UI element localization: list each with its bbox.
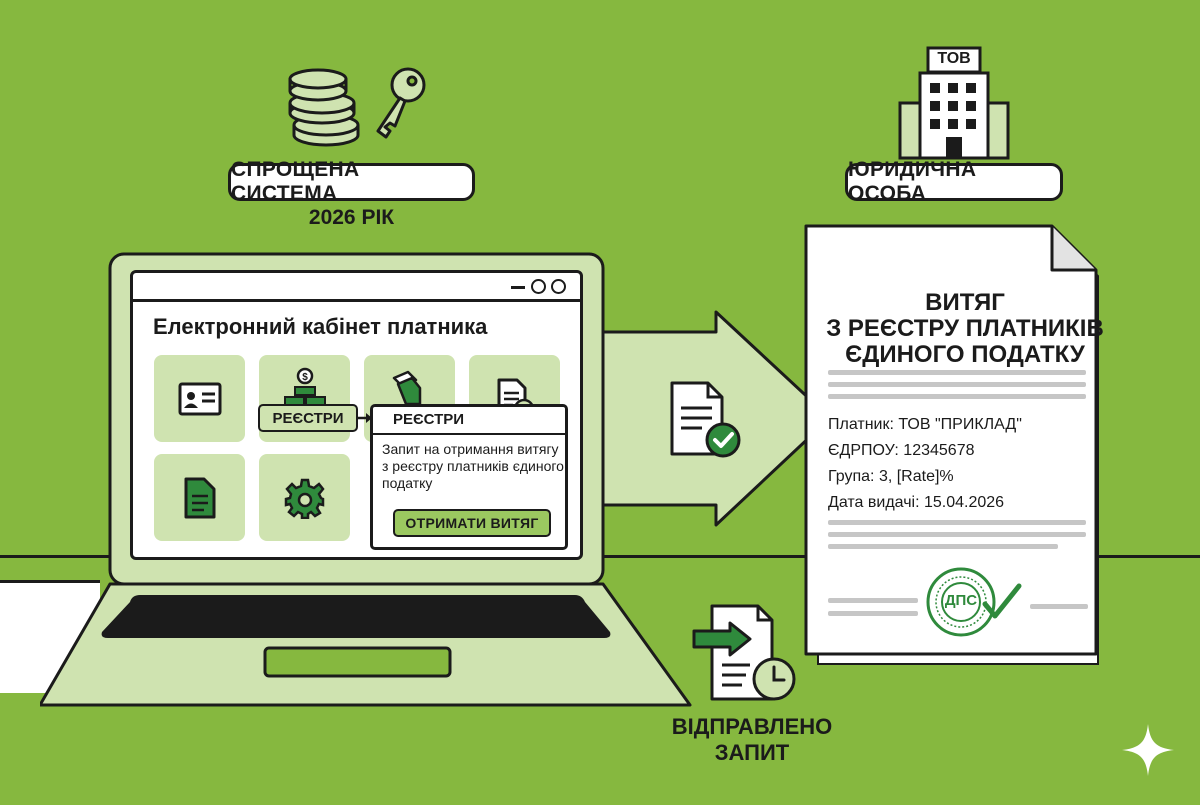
request-sent-line2: ЗАПИТ — [714, 740, 790, 765]
document-title-line1: ВИТЯГ — [925, 289, 1005, 316]
building-icon — [898, 46, 1010, 160]
placeholder-line — [828, 520, 1086, 525]
request-sent-label: ВІДПРАВЛЕНО ЗАПИТ — [660, 714, 844, 766]
stamp-icon — [926, 567, 1022, 637]
tab-arrow — [357, 413, 372, 423]
edrpou-field: ЄДРПОУ: 12345678 — [828, 442, 975, 459]
placeholder-line — [1030, 604, 1088, 609]
building-sign: ТОВ — [937, 50, 971, 67]
placeholder-line — [828, 598, 918, 603]
tile-settings[interactable] — [259, 454, 350, 541]
year-label: 2026 РІК — [308, 206, 395, 229]
gear-icon — [284, 478, 325, 519]
tile-documents[interactable] — [154, 454, 245, 541]
simplified-system-label: СПРОЩЕНА СИСТЕМА — [231, 158, 360, 205]
coins-icon — [288, 68, 360, 147]
placeholder-line — [828, 370, 1086, 375]
document-icon — [184, 477, 215, 518]
payer-field: Платник: ТОВ "ПРИКЛАД" — [828, 416, 1022, 433]
issue-date-field: Дата видачі: 15.04.2026 — [828, 494, 1005, 511]
sparkle-icon — [1122, 724, 1174, 776]
placeholder-line — [828, 532, 1086, 537]
stamp-label: ДПС — [944, 592, 978, 609]
document-title-line3: ЄДИНОГО ПОДАТКУ — [845, 341, 1085, 368]
popup-header-label: РЕЄСТРИ — [393, 411, 465, 428]
window-title-bar — [133, 273, 580, 302]
document-title: ВИТЯГ З РЕЄСТРУ ПЛАТНИКІВ ЄДИНОГО ПОДАТК… — [815, 290, 1115, 368]
simplified-system-badge: СПРОЩЕНА СИСТЕМА — [228, 158, 475, 205]
maximize-icon[interactable] — [531, 279, 546, 294]
coins-stack-icon: $ — [283, 367, 326, 406]
popup-description: Запит на отримання витягу з реєстру плат… — [382, 441, 564, 491]
legal-entity-badge: ЮРИДИЧНА ОСОБА — [845, 158, 1063, 205]
legal-entity-label: ЮРИДИЧНА ОСОБА — [848, 158, 977, 205]
key-icon — [376, 67, 426, 139]
close-icon[interactable] — [551, 279, 566, 294]
group-field: Група: 3, [Rate]% — [828, 468, 954, 485]
popup-header: РЕЄСТРИ — [373, 407, 565, 435]
placeholder-line — [828, 611, 918, 616]
tile-profile[interactable] — [154, 355, 245, 442]
registries-tab[interactable]: РЕЄСТРИ — [258, 404, 358, 432]
document-check-icon — [670, 381, 741, 458]
minimize-icon[interactable] — [511, 286, 525, 289]
cabinet-window: Електронний кабінет платника $ — [130, 270, 583, 560]
request-sent-line1: ВІДПРАВЛЕНО — [671, 714, 833, 739]
send-document-clock-icon — [692, 604, 796, 701]
placeholder-line — [828, 382, 1086, 387]
id-card-icon — [178, 382, 221, 415]
cabinet-title: Електронний кабінет платника — [153, 314, 488, 339]
document-title-line2: З РЕЄСТРУ ПЛАТНИКІВ — [826, 315, 1104, 342]
placeholder-line — [828, 394, 1086, 399]
get-extract-button[interactable]: ОТРИМАТИ ВИТЯГ — [393, 509, 551, 537]
registry-folder-icon — [392, 370, 421, 405]
registries-popup: РЕЄСТРИ Запит на отримання витягу з реєс… — [370, 404, 568, 550]
placeholder-line — [828, 544, 1058, 549]
svg-text:$: $ — [302, 372, 308, 383]
